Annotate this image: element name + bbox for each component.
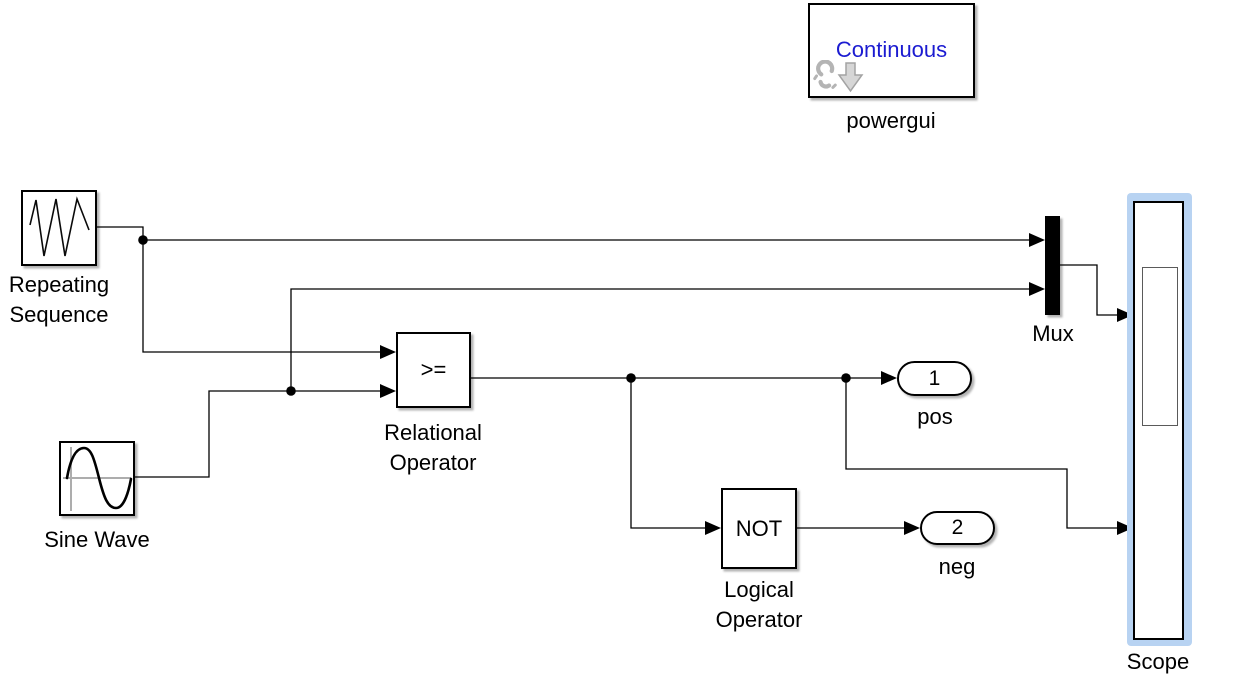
relational-operator-label-line1[interactable]: Relational [384, 420, 482, 445]
scope-label[interactable]: Scope [1126, 649, 1190, 674]
outport-pos[interactable]: 1 [897, 361, 972, 396]
sine-wave-icon [63, 446, 133, 511]
repeating-sequence-label-line2[interactable]: Sequence [9, 302, 109, 327]
mux-block[interactable] [1045, 216, 1060, 315]
powergui-mode-text: Continuous [835, 37, 948, 62]
logical-operator-label-line1[interactable]: Logical [724, 577, 794, 602]
outport-neg-label[interactable]: neg [938, 554, 976, 579]
wire-mux-out-to-scope-in1[interactable] [1060, 264, 1118, 316]
relational-operator-label-line2[interactable]: Operator [389, 450, 477, 475]
repeating-sequence-block[interactable] [21, 190, 97, 266]
arrowhead [904, 521, 920, 535]
arrowhead [1117, 521, 1133, 535]
arrowhead [1117, 308, 1133, 322]
triangle-wave-icon [29, 196, 90, 257]
junction-dot [626, 373, 636, 383]
relational-operator-text: >= [420, 357, 447, 382]
down-arrow-icon [837, 62, 864, 93]
relational-operator-block[interactable]: >= [396, 332, 471, 408]
junction-dot [138, 235, 148, 245]
sine-wave-label[interactable]: Sine Wave [44, 527, 150, 552]
junction-dot [286, 386, 296, 396]
wire-junction3-to-not-in[interactable] [630, 378, 706, 529]
wire-junction1-to-relational-in1[interactable] [142, 240, 381, 353]
repeating-sequence-label-line1[interactable]: Repeating [8, 272, 110, 297]
outport-neg[interactable]: 2 [920, 511, 995, 545]
powergui-label[interactable]: powergui [846, 108, 936, 133]
wire-junction4-to-scope-in2[interactable] [845, 378, 1118, 529]
scope-screen [1142, 267, 1178, 426]
sine-wave-block[interactable] [59, 441, 135, 516]
wire-sine-to-relational-in2[interactable] [135, 390, 381, 478]
wire-repeating-out[interactable] [97, 226, 144, 240]
scope-block[interactable] [1133, 201, 1184, 640]
arrowhead [881, 371, 897, 385]
logical-operator-text: NOT [735, 515, 783, 541]
arrowhead [1029, 282, 1045, 296]
powergui-block[interactable]: Continuous [808, 3, 975, 98]
wire-junction2-to-mux-in2[interactable] [290, 288, 1030, 391]
logical-operator-label-line2[interactable]: Operator [715, 607, 803, 632]
broken-link-icon [813, 60, 837, 89]
arrowhead [380, 345, 396, 359]
powergui-icons [813, 60, 864, 93]
junction-dot [841, 373, 851, 383]
arrowhead [1029, 233, 1045, 247]
outport-pos-label[interactable]: pos [917, 404, 953, 429]
outport-pos-number: 1 [928, 366, 941, 390]
logical-operator-block[interactable]: NOT [721, 488, 797, 569]
arrowhead [705, 521, 721, 535]
outport-neg-number: 2 [951, 516, 964, 539]
mux-label[interactable]: Mux [1032, 321, 1074, 346]
arrowhead [380, 384, 396, 398]
